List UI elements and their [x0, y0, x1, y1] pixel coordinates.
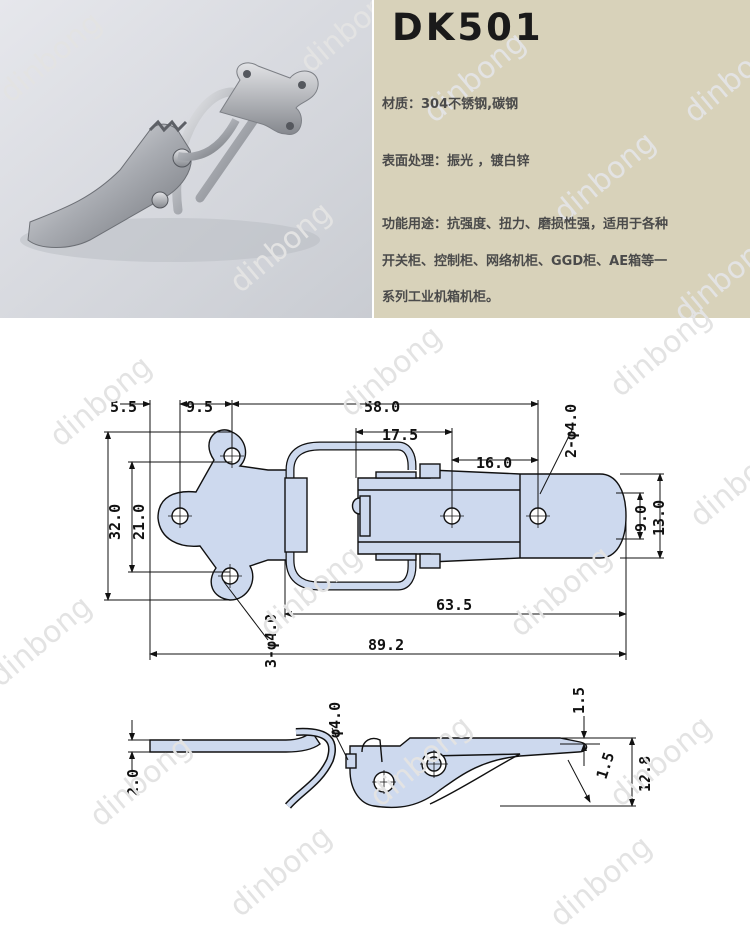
drawing-svg: 5.5 9.5 58.0 17.5 16.0 2-φ4.0 32.0 21.0 …: [104, 398, 668, 809]
model-title: DK501: [392, 6, 544, 49]
spec-function-line2: 开关柜、控制柜、网络机柜、GGD柜、AE箱等一: [382, 254, 668, 269]
dim-16-label: 16.0: [476, 454, 512, 472]
dim-32-label: 32.0: [106, 504, 124, 540]
dim-2-phi4-label: 2-φ4.0: [562, 404, 580, 458]
dim-phi4-label: φ4.0: [326, 702, 344, 738]
spec-panel: dinbong dinbong dinbong dinbong DK501 材质…: [374, 0, 750, 330]
dim-1-5-top-label: 1.5: [570, 687, 588, 714]
latch-photo-illustration: [0, 0, 372, 318]
top-view-dimensions: [104, 400, 664, 660]
spec-function-line3: 系列工业机箱机柜。: [382, 290, 500, 305]
dim-12-8-label: 12.8: [636, 756, 654, 792]
dim-63-5-label: 63.5: [436, 596, 472, 614]
technical-drawing: dinbong dinbong dinbong dinbong dinbong …: [0, 299, 750, 934]
dim-2-label: 2.0: [124, 769, 142, 796]
top-view: [157, 429, 627, 601]
dim-9-label: 9.0: [632, 505, 650, 532]
panel-divider: [372, 0, 374, 318]
dim-13-label: 13.0: [650, 500, 668, 536]
dim-5-5-label: 5.5: [110, 398, 137, 416]
spec-surface: 表面处理：振光 ，镀白锌: [382, 154, 530, 169]
dim-9-5-label: 9.5: [186, 398, 213, 416]
section-divider: [0, 318, 750, 324]
dim-21-label: 21.0: [130, 504, 148, 540]
product-photo: dinbong dinbong dinbong: [0, 0, 372, 318]
dim-89-2-label: 89.2: [368, 636, 404, 654]
spec-material: 材质：304不锈钢,碳钢: [382, 97, 519, 112]
watermark: dinbong: [677, 24, 750, 131]
dim-1-5-slant-label: 1.5: [593, 750, 618, 781]
side-view: [149, 727, 588, 809]
watermark: dinbong: [667, 224, 750, 331]
side-view-dimensions: [128, 716, 636, 807]
dim-17-5-label: 17.5: [382, 426, 418, 444]
dim-3-phi4-label: 3-φ4.0: [262, 614, 280, 668]
spec-function-line1: 功能用途：抗强度、扭力、磨损性强，适用于各种: [382, 217, 669, 232]
dim-58-label: 58.0: [364, 398, 400, 416]
